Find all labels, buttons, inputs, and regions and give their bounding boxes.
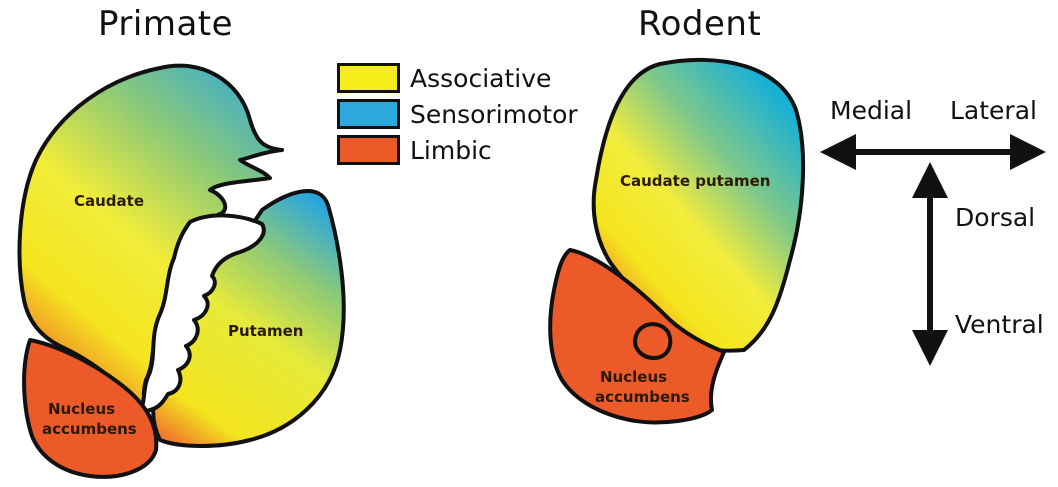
legend-swatch-associative	[337, 63, 400, 93]
legend-label-associative: Associative	[410, 63, 552, 93]
rodent-nucleus-label-line1: Nucleus	[600, 368, 667, 386]
legend-item-associative: Associative	[337, 62, 551, 94]
primate-putamen-label: Putamen	[228, 322, 303, 340]
legend-item-limbic: Limbic	[337, 134, 492, 166]
dorsal-label: Dorsal	[955, 203, 1036, 232]
rodent-caudate-putamen-region	[591, 57, 806, 353]
rodent-nucleus-label-line2: accumbens	[595, 388, 690, 406]
rodent-title: Rodent	[638, 4, 762, 44]
legend-item-sensorimotor: Sensorimotor	[337, 98, 578, 130]
legend-label-limbic: Limbic	[410, 135, 492, 165]
primate-nucleus-accumbens-region	[22, 338, 159, 479]
ventral-label: Ventral	[955, 310, 1044, 339]
internal-capsule	[138, 213, 266, 414]
legend-swatch-limbic	[337, 135, 400, 165]
primate-nucleus-label-line1: Nucleus	[48, 400, 115, 418]
primate-caudate-label: Caudate	[74, 192, 144, 210]
legend-label-sensorimotor: Sensorimotor	[410, 99, 578, 129]
rodent-anterior-commissure	[633, 322, 673, 361]
medial-label: Medial	[830, 96, 913, 125]
rodent-caudate-putamen-label: Caudate putamen	[620, 172, 770, 190]
primate-title: Primate	[98, 4, 234, 44]
legend-swatch-sensorimotor	[337, 99, 400, 129]
primate-nucleus-label-line2: accumbens	[42, 420, 137, 438]
lateral-label: Lateral	[950, 96, 1037, 125]
